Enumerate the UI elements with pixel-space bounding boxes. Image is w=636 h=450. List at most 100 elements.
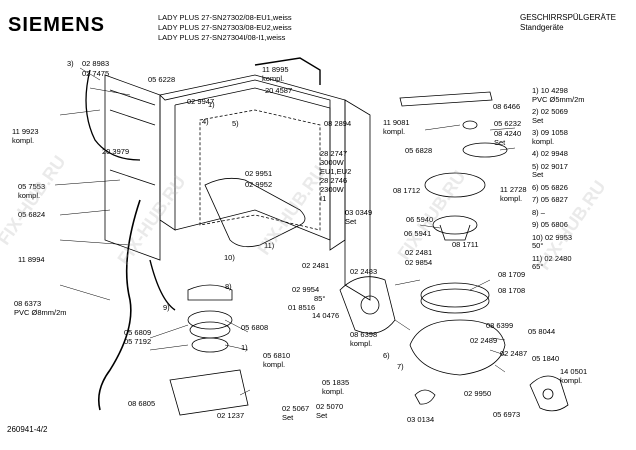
- part-label: 05 8044: [528, 327, 556, 336]
- part-label: Set: [345, 217, 357, 226]
- part-label: kompl.: [383, 127, 406, 136]
- part-label: 05 6228: [148, 75, 176, 84]
- part-label: 14 0476: [312, 311, 340, 320]
- part-label: 85°: [314, 294, 326, 303]
- part-label: 05 6810: [263, 351, 291, 360]
- part-label: 05 1835: [322, 378, 350, 387]
- part-label: 08 6805: [128, 399, 156, 408]
- part-label: 02 9951: [245, 169, 273, 178]
- part-label: 05 6828: [405, 146, 433, 155]
- part-label: 02 2481: [405, 248, 433, 257]
- part-label: 05 7192: [124, 337, 152, 346]
- part-label: 05 6973: [493, 410, 521, 419]
- part-label: 8): [225, 282, 232, 291]
- part-label: EU1,EU2: [320, 167, 352, 176]
- model-list: LADY PLUS 27-SN27302/08-EU1,weiss LADY P…: [158, 13, 292, 43]
- part-label: I1: [320, 194, 327, 203]
- side-panel: [344, 99, 371, 301]
- part-label: kompl.: [350, 339, 373, 348]
- part-label: 08 6466: [493, 102, 521, 111]
- part-label: kompl.: [18, 191, 41, 200]
- part-label: 08 1712: [393, 186, 421, 195]
- part-label: 3): [67, 59, 74, 68]
- inlet-hose: [254, 57, 321, 85]
- heater-element: [204, 177, 306, 248]
- part-label: 02 9950: [464, 389, 492, 398]
- part-label: 02 9854: [405, 258, 433, 267]
- brand-logo: SIEMENS: [8, 14, 106, 36]
- part-label: 1): [241, 343, 248, 352]
- part-label: 11): [264, 241, 275, 250]
- part-label: 05 6824: [18, 210, 46, 219]
- part-label: 08 6399: [486, 321, 514, 330]
- part-label: 4): [202, 117, 209, 126]
- part-label: 10): [224, 253, 235, 262]
- rear-panel: [104, 74, 161, 261]
- part-label: Set: [282, 413, 294, 422]
- part-label: 03 0134: [407, 415, 435, 424]
- part-label: 08 2894: [324, 119, 352, 128]
- model-line: LADY PLUS 27-SN27304I/08-I1,weiss: [158, 33, 286, 42]
- part-label: kompl.: [263, 360, 286, 369]
- part-label: 7): [397, 362, 404, 371]
- part-label: 20 4587: [265, 86, 293, 95]
- category-title: GESCHIRRSPÜLGERÄTE Standgeräte: [520, 13, 616, 33]
- part-label: 08 6398: [350, 330, 378, 339]
- sump-ring-right: [420, 282, 490, 308]
- category-line: GESCHIRRSPÜLGERÄTE: [520, 13, 617, 22]
- sump-bowl: [409, 319, 506, 376]
- sump-ring: [187, 310, 233, 330]
- part-label: 28 2746: [320, 176, 348, 185]
- part-label: 01 8516: [288, 303, 316, 312]
- part-label: 02 8983: [82, 59, 110, 68]
- part-label: 6): [383, 351, 390, 360]
- part-label: 11 9923: [12, 127, 39, 136]
- part-label: 02 7475: [82, 69, 110, 78]
- model-line: LADY PLUS 27-SN27302/08-EU1,weiss: [158, 13, 292, 22]
- part-label: kompl.: [12, 136, 35, 145]
- part-label: 08 1708: [498, 286, 526, 295]
- part-label: 3000W: [320, 158, 344, 167]
- part-label: Set: [316, 411, 328, 420]
- filter-top: [424, 172, 486, 198]
- part-label: kompl.: [560, 376, 583, 385]
- circulation-motor: [339, 276, 396, 334]
- part-label: 02 2487: [500, 349, 528, 358]
- part-label: 02 9952: [245, 180, 273, 189]
- part-label: 11 8994: [18, 255, 45, 264]
- part-label: 11 9081: [383, 118, 410, 127]
- legend-item: 7) 05 6827: [532, 195, 568, 204]
- part-label: 08 4240: [494, 129, 522, 138]
- part-label: 11 2728: [500, 185, 527, 194]
- legend-item: 6) 05 6826: [532, 182, 568, 192]
- part-label: 28 2747: [320, 149, 348, 158]
- part-label: 05 7553: [18, 182, 46, 191]
- part-label: 05 6808: [241, 323, 269, 332]
- part-label: 05 6809: [124, 328, 152, 337]
- part-label: 02 9947: [187, 97, 215, 106]
- legend-item: 8) –: [532, 207, 545, 217]
- part-label: 2300W: [320, 185, 344, 194]
- part-label: 02 1237: [217, 411, 245, 420]
- part-label: kompl.: [322, 387, 345, 396]
- part-label: 08 1711: [452, 240, 479, 249]
- tub-outline: [159, 74, 346, 251]
- part-label: 08 1709: [498, 270, 526, 279]
- part-label: 06 5941: [404, 229, 432, 238]
- part-label: 14 0501: [560, 367, 588, 376]
- part-label: 1): [208, 100, 215, 109]
- part-label: 02 2489: [470, 336, 498, 345]
- legend-item: 9) 05 6806: [532, 220, 568, 229]
- part-label: 02 9954: [292, 285, 320, 294]
- part-label: PVC Ø8mm/2m: [14, 308, 67, 317]
- part-label: Set: [494, 138, 506, 147]
- part-label: kompl.: [262, 74, 285, 83]
- pump-housing: [169, 369, 249, 416]
- part-label: 11 8995: [262, 65, 289, 74]
